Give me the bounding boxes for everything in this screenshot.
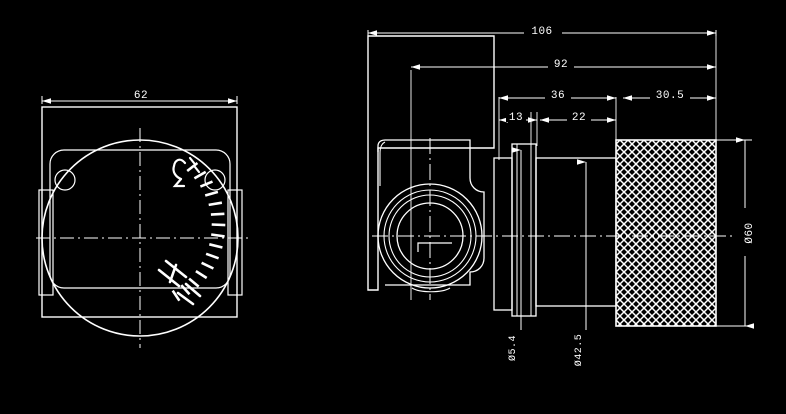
dim-label-36: 36	[551, 90, 565, 102]
dim-label-106: 106	[531, 26, 552, 38]
dim-dia-42-5: Ø42.5	[573, 159, 587, 367]
dim-36-bg	[545, 87, 571, 100]
dim-22-bg	[567, 109, 591, 122]
dim-label-30-5: 30.5	[656, 90, 684, 102]
dim-overall-106: 106	[367, 23, 717, 38]
flow-min-icon	[172, 156, 201, 188]
left-mount-tab	[38, 189, 54, 296]
knurled-cylinder	[615, 139, 717, 327]
mount-boss-right	[204, 169, 226, 191]
dim-dia-5-4: Ø5.4	[507, 147, 522, 361]
dim-label-dia-60: Ø60	[744, 222, 756, 243]
mounting-plate	[49, 149, 231, 289]
right-mount-tab	[227, 189, 243, 296]
dim-36: 36	[498, 87, 617, 160]
front-view	[36, 106, 248, 348]
flow-max-icon	[157, 259, 202, 306]
dim-106-bg	[524, 23, 562, 36]
dim-30-5: 30.5	[623, 87, 716, 102]
dim-label-13: 13	[509, 112, 523, 124]
side-notch-detail	[379, 141, 386, 186]
side-body-profile	[377, 139, 485, 286]
dim-label-dia-5-4: Ø5.4	[507, 335, 519, 361]
dim-text-bg	[126, 87, 156, 100]
port-bottom-arc	[411, 287, 451, 293]
dim-30-5-bg	[650, 87, 690, 100]
dim-dia-60-bg	[744, 208, 760, 256]
dim-13-bg	[506, 109, 526, 122]
dim-label-62: 62	[134, 90, 148, 102]
side-view	[367, 35, 736, 327]
dim-dia-60: Ø60	[716, 137, 760, 329]
dim-92: 92	[410, 36, 717, 300]
mount-boss-left	[54, 169, 76, 191]
dim-label-22: 22	[572, 112, 586, 124]
dim-front-width: 62	[41, 87, 238, 104]
dial-scale-ticks	[171, 161, 226, 302]
port-inner-step	[417, 242, 452, 252]
dim-13: 13	[499, 109, 538, 146]
dim-label-92: 92	[554, 59, 568, 71]
front-body-outline	[41, 106, 238, 318]
dim-label-dia-42-5: Ø42.5	[573, 334, 585, 367]
dim-92-bg	[548, 56, 574, 69]
dim-22: 22	[540, 109, 616, 124]
